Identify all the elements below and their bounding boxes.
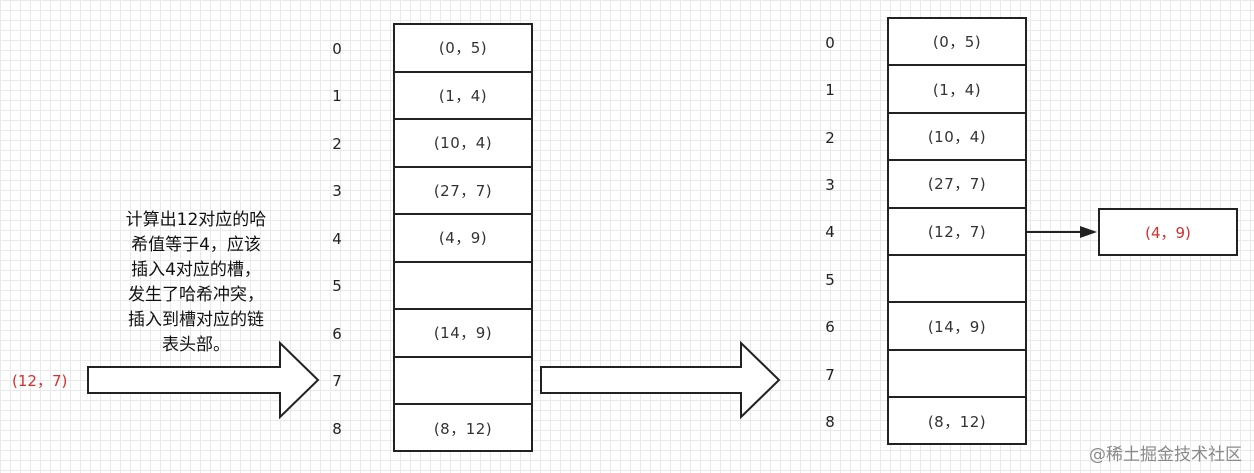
slot-index-7: 7 — [825, 365, 835, 384]
input-pair-label: (12，7) — [12, 372, 68, 390]
slot-index-6: 6 — [332, 324, 342, 343]
hash-table-after: (0，5)(1，4)(10，4)(27，7)(12，7) (14，9) (8，12) — [887, 17, 1027, 445]
slot-index-4: 4 — [825, 223, 835, 242]
slot-1: (1，4) — [395, 73, 531, 120]
slot-2: (10，4) — [395, 120, 531, 168]
slot-5 — [889, 256, 1025, 304]
slot-index-8: 8 — [332, 419, 342, 438]
slot-index-4: 4 — [332, 229, 342, 248]
slot-2: (10，4) — [889, 114, 1025, 162]
slot-index-6: 6 — [825, 318, 835, 337]
slot-8: (8，12) — [433, 420, 493, 439]
slot-3: (27，7) — [889, 161, 1025, 209]
slot-1: (1，4) — [889, 66, 1025, 114]
explanation-note: 计算出12对应的哈 希值等于4，应该 插入4对应的槽， 发生了哈希冲突， 插入到… — [125, 210, 267, 355]
slot-0: (0，5) — [889, 19, 1025, 67]
slot-index-5: 5 — [332, 277, 342, 296]
slot-index-0: 0 — [825, 33, 835, 52]
slot-index-1: 1 — [332, 87, 342, 106]
slot-6: (14，9) — [395, 310, 531, 358]
big-arrow-left — [87, 340, 320, 420]
chain-node: (4，9) — [1098, 208, 1238, 256]
slot-4: (12，7) — [889, 209, 1025, 256]
slot-6: (14，9) — [889, 303, 1025, 351]
slot-index-8: 8 — [825, 412, 835, 431]
slot-8: (8，12) — [927, 413, 987, 432]
slot-index-0: 0 — [332, 39, 342, 58]
slot-4: (4，9) — [395, 215, 531, 263]
slot-index-1: 1 — [825, 81, 835, 100]
slot-7 — [395, 358, 531, 405]
slot-5 — [395, 263, 531, 310]
slot-index-5: 5 — [825, 270, 835, 289]
slot-index-3: 3 — [332, 182, 342, 201]
slot-7 — [889, 351, 1025, 399]
big-arrow-middle — [540, 340, 781, 420]
slot-index-3: 3 — [825, 175, 835, 194]
watermark: @稀土掘金技术社区 — [1089, 445, 1242, 465]
slot-index-2: 2 — [825, 128, 835, 147]
chain-arrow-head — [1080, 226, 1097, 238]
slot-index-7: 7 — [332, 372, 342, 391]
slot-0: (0，5) — [395, 25, 531, 73]
slot-index-2: 2 — [332, 134, 342, 153]
slot-3: (27，7) — [395, 168, 531, 215]
hash-table-before: (0，5)(1，4)(10，4)(27，7)(4，9) (14，9) (8，12) — [393, 23, 533, 452]
